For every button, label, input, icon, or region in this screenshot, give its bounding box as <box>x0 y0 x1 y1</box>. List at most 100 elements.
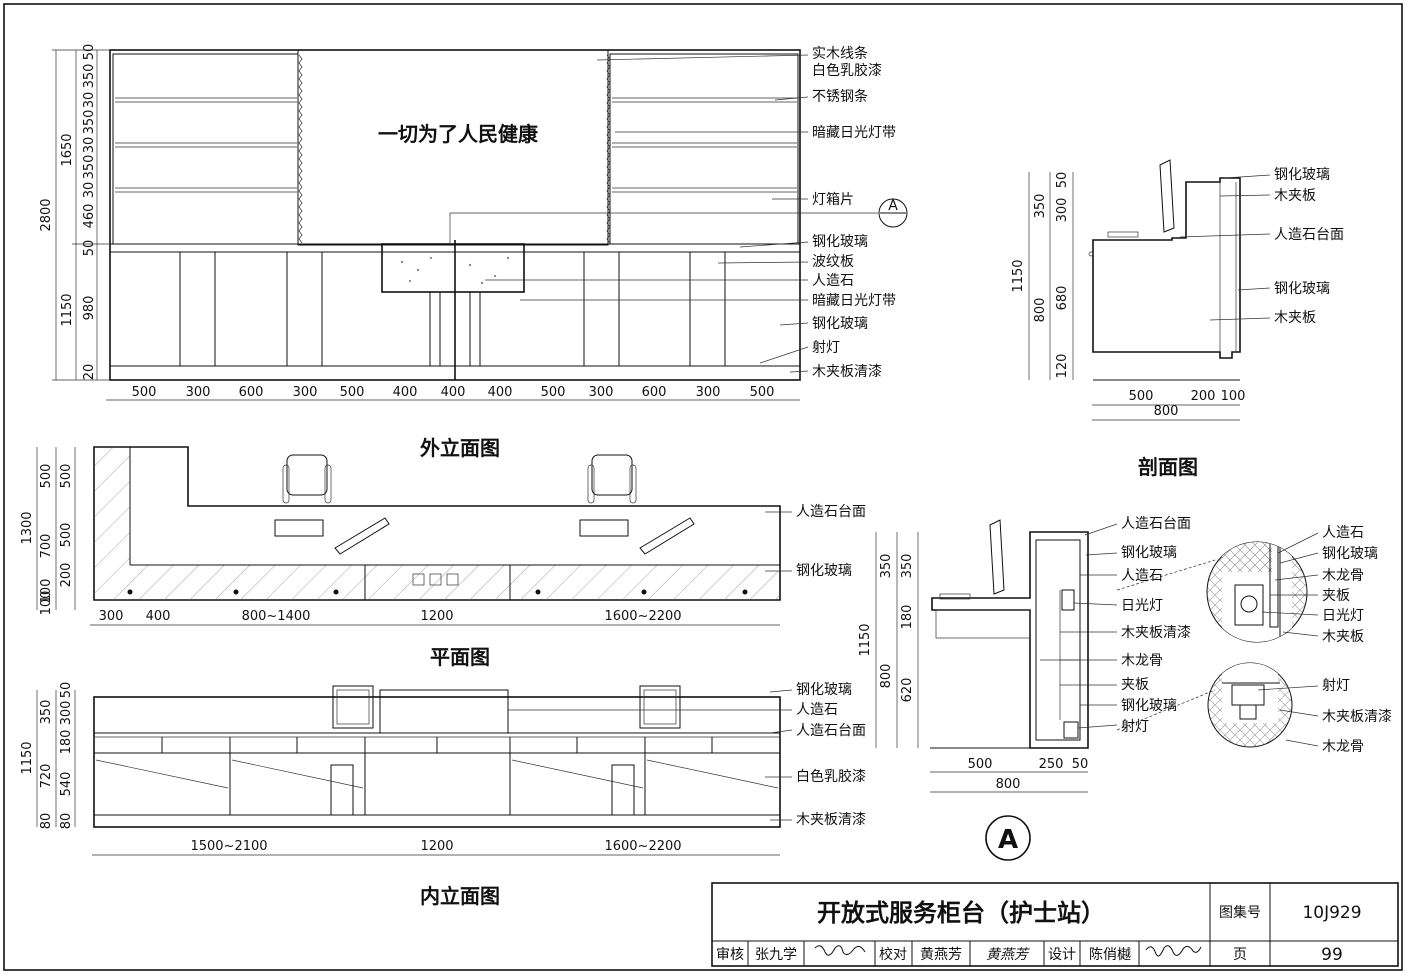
svg-text:800: 800 <box>1033 298 1048 323</box>
svg-text:350: 350 <box>39 700 54 725</box>
svg-text:钢化玻璃: 钢化玻璃 <box>812 233 868 250</box>
svg-text:500: 500 <box>59 523 74 548</box>
detail-section-dims: 1150 350 800 350 180 620 500 250 50 800 <box>858 554 1088 792</box>
svg-text:500: 500 <box>132 385 157 400</box>
svg-text:人造石台面: 人造石台面 <box>1121 516 1191 532</box>
svg-text:木夹板: 木夹板 <box>1274 310 1316 326</box>
detail-section-dim-lines <box>875 532 1088 793</box>
svg-text:300: 300 <box>99 609 124 624</box>
svg-text:350: 350 <box>82 110 97 135</box>
svg-text:680: 680 <box>1055 286 1070 311</box>
svg-text:人造石台面: 人造石台面 <box>796 504 866 520</box>
svg-text:500: 500 <box>541 385 566 400</box>
title-inner-elevation: 内立面图 <box>420 884 500 908</box>
svg-text:30: 30 <box>82 137 97 154</box>
atlas-number: 10J929 <box>1302 903 1361 923</box>
svg-text:木夹板清漆: 木夹板清漆 <box>1121 625 1191 641</box>
svg-text:500: 500 <box>340 385 365 400</box>
plan-leaders <box>765 511 792 572</box>
outer-dims-left: 2800 1650 1150 50 350 30 350 30 350 30 4… <box>39 44 97 381</box>
section-mark-a: A <box>888 198 898 214</box>
svg-text:1150: 1150 <box>858 623 873 656</box>
svg-text:实木线条: 实木线条 <box>812 45 868 62</box>
svg-text:720: 720 <box>39 764 54 789</box>
plan-view <box>93 446 781 601</box>
svg-text:400: 400 <box>393 385 418 400</box>
svg-text:2800: 2800 <box>39 198 54 231</box>
svg-text:人造石台面: 人造石台面 <box>1274 227 1344 243</box>
drawing-title: 开放式服务柜台（护士站） <box>817 899 1105 927</box>
svg-text:射灯: 射灯 <box>812 340 840 356</box>
svg-text:1650: 1650 <box>60 133 75 166</box>
reviewer-signature <box>814 945 866 956</box>
detail-section-labels: 人造石台面 钢化玻璃 人造石 日光灯 木夹板清漆 木龙骨 夹板 钢化玻璃 射灯 <box>1121 516 1191 735</box>
svg-text:暗藏日光灯带: 暗藏日光灯带 <box>812 293 896 309</box>
svg-text:人造石: 人造石 <box>1121 568 1163 584</box>
svg-text:350: 350 <box>82 155 97 180</box>
detail-right-labels: 人造石 钢化玻璃 木龙骨 夹板 日光灯 木夹板 射灯 木夹板清漆 木龙骨 <box>1322 525 1392 755</box>
svg-text:350: 350 <box>1033 194 1048 219</box>
svg-text:钢化玻璃: 钢化玻璃 <box>796 681 852 698</box>
svg-text:1200: 1200 <box>420 609 453 624</box>
svg-text:钢化玻璃: 钢化玻璃 <box>1322 545 1378 562</box>
svg-text:600: 600 <box>642 385 667 400</box>
section-labels: 钢化玻璃 木夹板 人造石台面 钢化玻璃 木夹板 <box>1274 166 1344 326</box>
designer-name: 陈俏樾 <box>1089 946 1131 963</box>
title-block: 开放式服务柜台（护士站） 图集号 10J929 审核 张九学 校对 黄燕芳 黄燕… <box>711 882 1399 967</box>
svg-text:300: 300 <box>696 385 721 400</box>
section-dim-lines <box>1028 172 1240 421</box>
svg-text:日光灯: 日光灯 <box>1121 598 1163 614</box>
inner-dim-lines <box>36 690 780 856</box>
outer-dim-lines <box>52 49 800 401</box>
svg-text:夹板: 夹板 <box>1121 677 1149 693</box>
detail-mark-a: A <box>998 825 1018 855</box>
svg-text:木龙骨: 木龙骨 <box>1121 653 1163 669</box>
page-label: 页 <box>1233 947 1247 963</box>
svg-text:50: 50 <box>82 240 97 257</box>
svg-text:600: 600 <box>239 385 264 400</box>
svg-text:300: 300 <box>589 385 614 400</box>
svg-text:500: 500 <box>1129 389 1154 404</box>
svg-text:钢化玻璃: 钢化玻璃 <box>812 315 868 332</box>
svg-text:白色乳胶漆: 白色乳胶漆 <box>796 768 866 785</box>
detail-section <box>930 519 1089 749</box>
svg-text:180: 180 <box>900 605 915 630</box>
svg-text:日光灯: 日光灯 <box>1322 608 1364 624</box>
svg-text:300: 300 <box>1055 198 1070 223</box>
svg-text:350: 350 <box>900 554 915 579</box>
detail-bottom <box>1207 662 1293 748</box>
svg-text:700: 700 <box>39 534 54 559</box>
svg-text:木夹板: 木夹板 <box>1322 629 1364 645</box>
section-leaders <box>1179 174 1271 321</box>
sheet-border <box>3 3 1403 971</box>
svg-text:350: 350 <box>82 64 97 89</box>
svg-text:400: 400 <box>146 609 171 624</box>
check-label: 校对 <box>879 946 907 963</box>
svg-text:300: 300 <box>186 385 211 400</box>
review-label: 审核 <box>716 947 744 963</box>
plan-dim-lines <box>36 447 780 626</box>
svg-text:500: 500 <box>39 464 54 489</box>
svg-text:1150: 1150 <box>20 741 35 774</box>
svg-text:木龙骨: 木龙骨 <box>1322 739 1364 755</box>
svg-text:800~1400: 800~1400 <box>242 609 311 624</box>
detail-mark-circle <box>985 815 1031 861</box>
svg-text:120: 120 <box>1055 354 1070 379</box>
title-plan: 平面图 <box>430 645 490 669</box>
svg-text:木夹板清漆: 木夹板清漆 <box>1322 709 1392 725</box>
checker-signature: 黄燕芳 <box>986 947 1030 963</box>
svg-text:木夹板: 木夹板 <box>1274 188 1316 204</box>
outer-elevation: 一切为了人民健康 A <box>109 49 908 381</box>
svg-text:人造石: 人造石 <box>796 702 838 718</box>
detail-right-leaders <box>1257 532 1319 747</box>
svg-text:50: 50 <box>1072 757 1089 772</box>
svg-text:钢化玻璃: 钢化玻璃 <box>1274 280 1330 297</box>
svg-text:射灯: 射灯 <box>1322 678 1350 694</box>
detail-top <box>1206 541 1308 643</box>
svg-text:钢化玻璃: 钢化玻璃 <box>1121 544 1177 561</box>
svg-text:540: 540 <box>59 772 74 797</box>
outer-leaders <box>485 54 809 373</box>
svg-text:灯箱片: 灯箱片 <box>812 192 854 208</box>
svg-text:1150: 1150 <box>1011 259 1026 292</box>
